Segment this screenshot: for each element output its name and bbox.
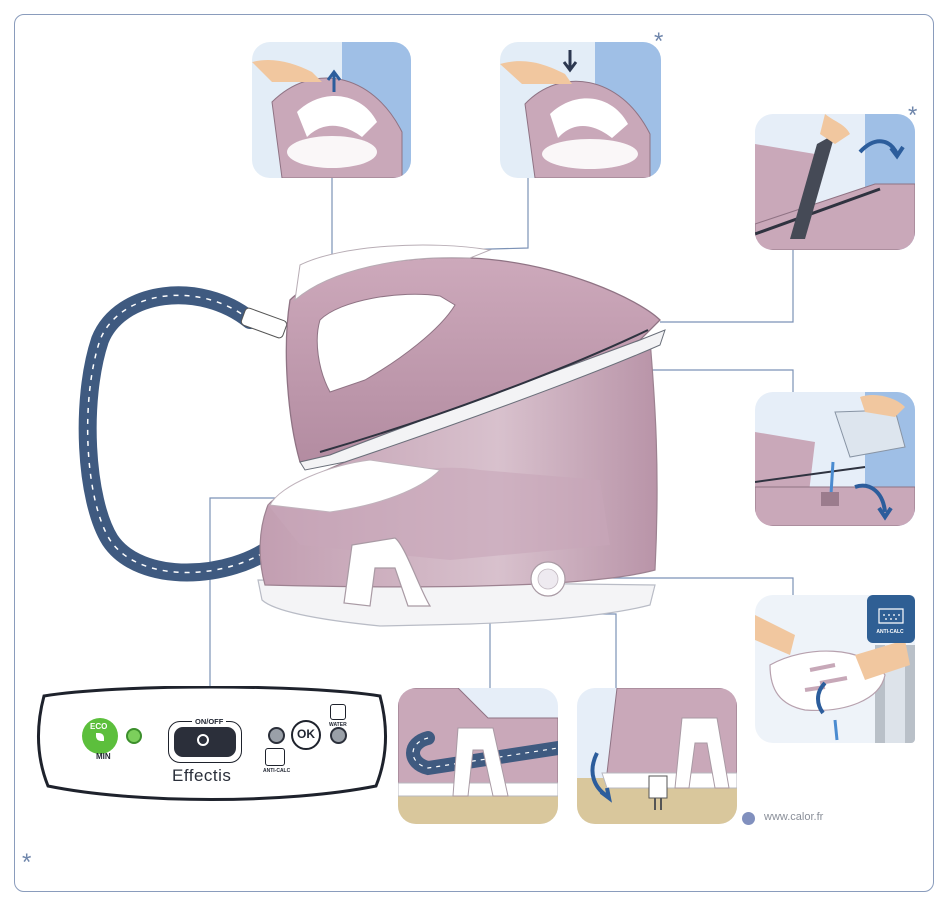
- eco-indicator-light: [126, 728, 142, 744]
- water-indicator-light: [330, 727, 347, 744]
- eco-label: ECO: [90, 722, 107, 731]
- thumbnail-cord-storage: [577, 688, 737, 824]
- thumbnail-anticalc-rinse: [755, 595, 915, 743]
- anticalc-indicator-light: [268, 727, 285, 744]
- thumbnail-trigger-lock: [500, 42, 661, 178]
- anticalc-label: ANTI-CALC: [263, 768, 290, 774]
- hose: [88, 295, 288, 572]
- water-tap-icon: [330, 704, 346, 720]
- onoff-label: ON/OFF: [192, 717, 226, 726]
- thumbnail-hose-storage: [398, 688, 558, 824]
- asterisk-top-right: *: [908, 104, 917, 128]
- thumbnail-tray: [755, 114, 915, 250]
- anticalc-badge-label: ANTI-CALC: [871, 629, 909, 635]
- anticalc-icon: [265, 748, 285, 766]
- ok-label: OK: [297, 727, 315, 741]
- website-dot-icon: [742, 812, 755, 825]
- thumbnail-steam-trigger: [252, 42, 411, 178]
- min-label: MIN: [96, 752, 111, 761]
- asterisk-top-middle: *: [654, 30, 663, 54]
- power-icon: [197, 734, 209, 746]
- website-url: www.calor.fr: [764, 811, 823, 823]
- asterisk-bottom-left: *: [22, 851, 31, 875]
- brand-label: Effectis: [172, 766, 231, 786]
- thumbnail-water-fill: [755, 392, 915, 526]
- leaf-icon: [96, 733, 104, 741]
- water-label: WATER: [329, 722, 347, 728]
